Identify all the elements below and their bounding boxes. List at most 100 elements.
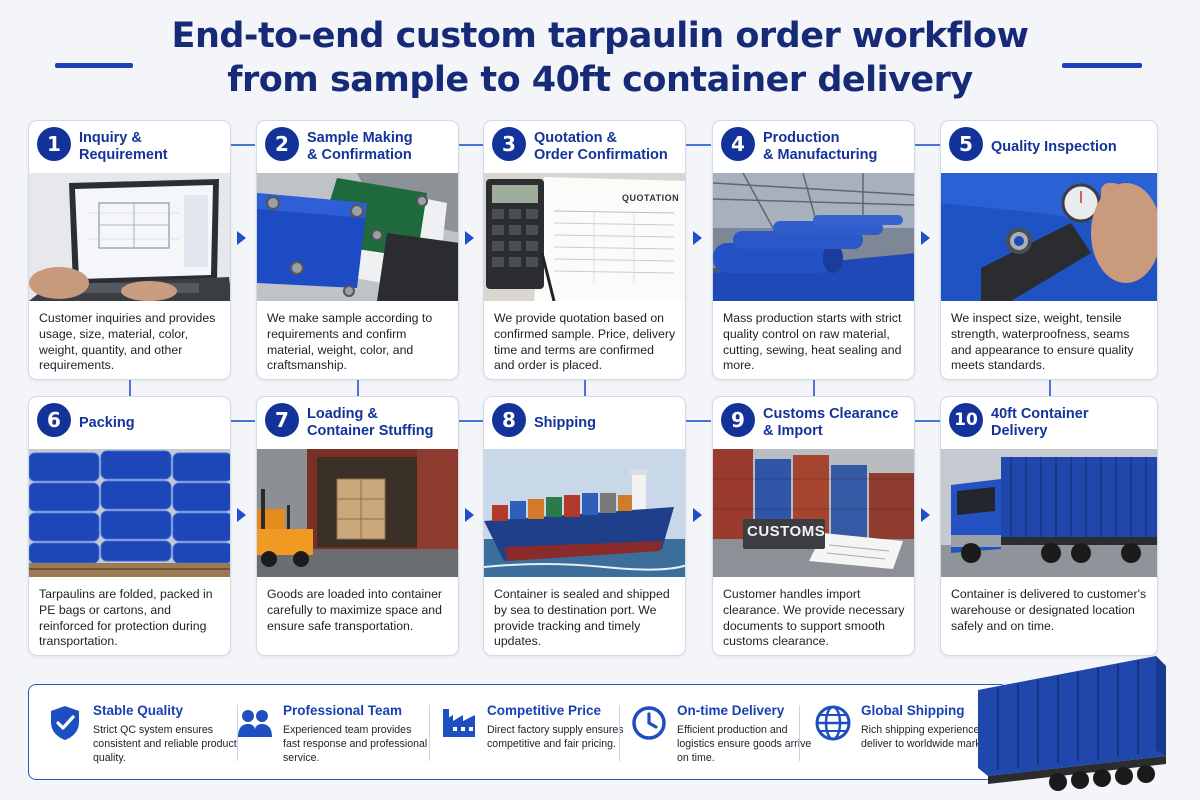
step-title: Sample Making & Confirmation [307,130,413,163]
step-title: Loading & Container Stuffing [307,406,434,439]
step-description: We provide quotation based on confirmed … [494,311,676,373]
step-description: Container is sealed and shipped by sea t… [494,587,670,649]
clock-icon [632,706,666,740]
step-description: Customer inquiries and provides usage, s… [39,311,216,373]
step-number-badge: 3 [492,127,526,161]
step-title: Production & Manufacturing [763,130,878,163]
factory-icon [443,709,475,737]
step-card-4: 4 Production & Manufacturing Mass produc… [712,120,915,380]
container-truck-photo [941,449,1157,577]
step-card-10: 10 40ft Container Delivery Container is … [940,396,1158,656]
feature-description: Experienced team provides fast response … [283,724,428,765]
step-number-badge: 10 [949,403,983,437]
step-card-1: 1 Inquiry & Requirement Customer inquiri… [28,120,231,380]
feature-global-shipping: Global Shipping Rich shipping experience… [813,699,1009,769]
feature-professional-team: Professional Team Experienced team provi… [235,699,431,769]
connector-line [129,380,131,396]
feature-description: Efficient production and logistics ensur… [677,724,812,765]
step-description: Mass production starts with strict quali… [723,311,902,373]
connector-line [813,380,815,396]
arrow-right-icon [237,231,246,245]
step-number-badge: 8 [492,403,526,437]
feature-description: Strict QC system ensures consistent and … [93,724,237,765]
step-number-badge: 2 [265,127,299,161]
step-number-badge: 5 [949,127,983,161]
laptop-cad-photo [29,173,230,301]
arrow-right-icon [465,508,474,522]
arrow-right-icon [693,508,702,522]
title-rule-right [1062,63,1142,68]
feature-title: Global Shipping [861,703,965,718]
step-card-9: 9 Customs Clearance & Import CUSTOMS Cus… [712,396,915,656]
step-description: Goods are loaded into container carefull… [267,587,443,633]
connector-line [1049,380,1051,396]
customs-port-photo: CUSTOMS [713,449,914,577]
connector-line [915,420,940,422]
arrow-right-icon [921,508,930,522]
arrow-right-icon [465,231,474,245]
step-description: We inspect size, weight, tensile strengt… [951,311,1134,373]
step-number-badge: 4 [721,127,755,161]
step-card-5: 5 Quality Inspection We inspect size, we… [940,120,1158,380]
connector-line [686,420,711,422]
connector-line [459,420,483,422]
feature-title: Competitive Price [487,703,602,718]
tarp-samples-photo [257,173,458,301]
features-banner: Stable Quality Strict QC system ensures … [28,684,1008,780]
feature-divider [429,705,430,761]
arrow-right-icon [237,508,246,522]
step-description: Container is delivered to customer's war… [951,587,1147,633]
connector-line [459,144,483,146]
page-title-line-2: from sample to 40ft container delivery [227,60,973,100]
step-card-2: 2 Sample Making & Confirmation We make s… [256,120,459,380]
step-title: Inquiry & Requirement [79,130,168,163]
feature-title: Professional Team [283,703,403,718]
container-ship-photo [484,449,685,577]
step-card-6: 6 Packing Tarpaulins are folded, packed … [28,396,231,656]
connector-line [357,380,359,396]
step-title: Shipping [534,414,597,431]
team-icon [238,710,272,737]
feature-stable-quality: Stable Quality Strict QC system ensures … [45,699,241,769]
factory-production-photo [713,173,914,301]
page-title: End-to-end custom tarpaulin order workfl… [0,14,1200,102]
arrow-right-icon [693,231,702,245]
step-card-7: 7 Loading & Container Stuffing Goods are… [256,396,459,656]
step-title: Packing [79,414,135,431]
feature-on-time-delivery: On-time Delivery Efficient production an… [629,699,825,769]
arrow-right-icon [921,231,930,245]
step-number-badge: 7 [265,403,299,437]
shield-check-icon [51,706,79,740]
quality-inspection-photo [941,173,1157,301]
customs-sign-label: CUSTOMS [747,523,826,540]
quotation-calculator-photo: QUOTATION [484,173,685,301]
step-description: Customer handles import clearance. We pr… [723,587,905,649]
feature-description: Rich shipping experience to deliver to w… [861,724,998,751]
step-card-3: 3 Quotation & Order Confirmation QU [483,120,686,380]
feature-competitive-price: Competitive Price Direct factory supply … [439,699,635,769]
step-number-badge: 6 [37,403,71,437]
title-rule-left [55,63,133,68]
connector-line [584,380,586,396]
feature-divider [237,705,238,761]
step-description: We make sample according to requirements… [267,311,433,373]
step-title: Customs Clearance & Import [763,406,899,439]
feature-divider [619,705,620,761]
connector-line [231,420,255,422]
connector-line [686,144,711,146]
feature-title: On-time Delivery [677,703,785,718]
connector-line [231,144,255,146]
feature-divider [799,705,800,761]
globe-icon [815,705,851,741]
packed-tarpaulins-photo [29,449,230,577]
step-title: Quality Inspection [991,138,1117,155]
step-number-badge: 1 [37,127,71,161]
quotation-label: QUOTATION [622,193,680,203]
page-title-line-1: End-to-end custom tarpaulin order workfl… [171,16,1029,56]
step-description: Tarpaulins are folded, packed in PE bags… [39,587,213,649]
step-title: Quotation & Order Confirmation [534,130,668,163]
container-trailer-illustration [978,656,1166,791]
step-number-badge: 9 [721,403,755,437]
step-title: 40ft Container Delivery [991,406,1089,439]
feature-description: Direct factory supply ensures competitiv… [487,724,624,751]
